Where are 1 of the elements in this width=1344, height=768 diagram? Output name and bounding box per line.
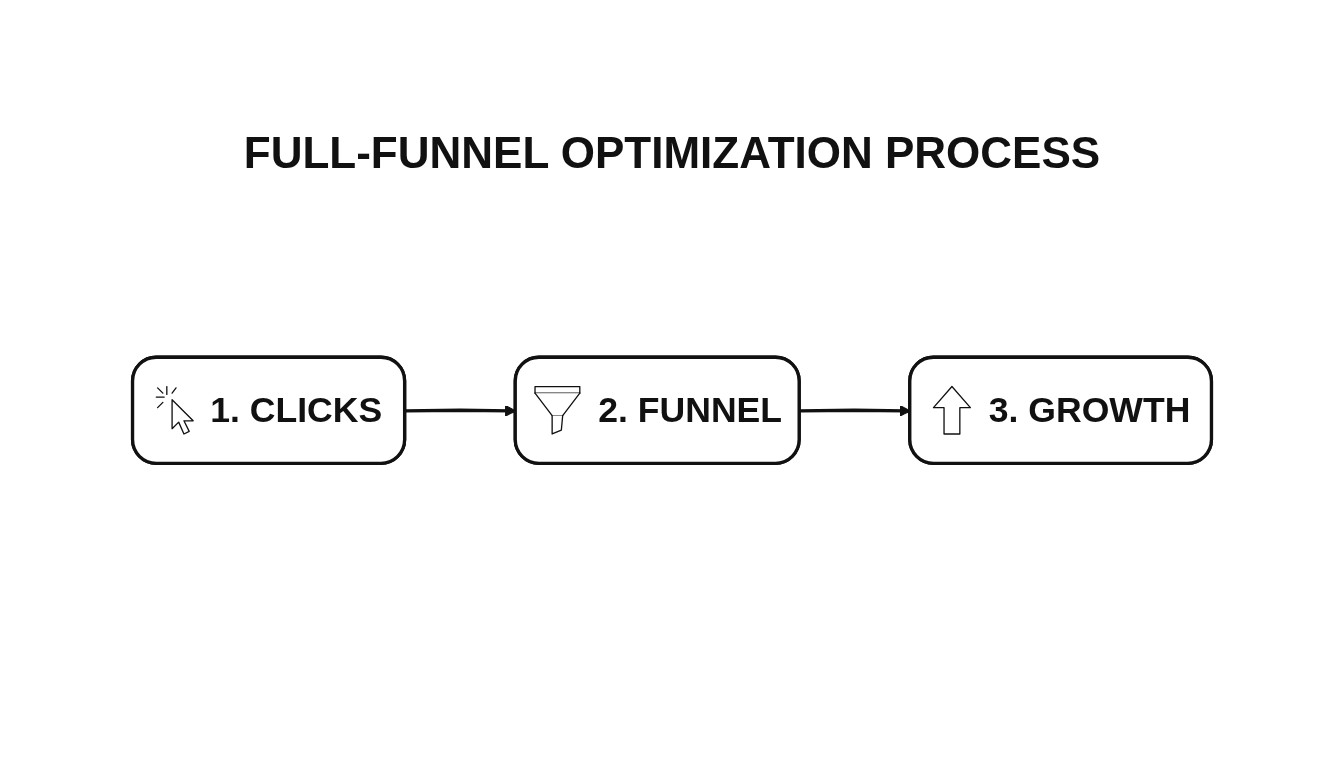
diagram-title: FULL-FUNNEL OPTIMIZATION PROCESS [243,128,1101,177]
